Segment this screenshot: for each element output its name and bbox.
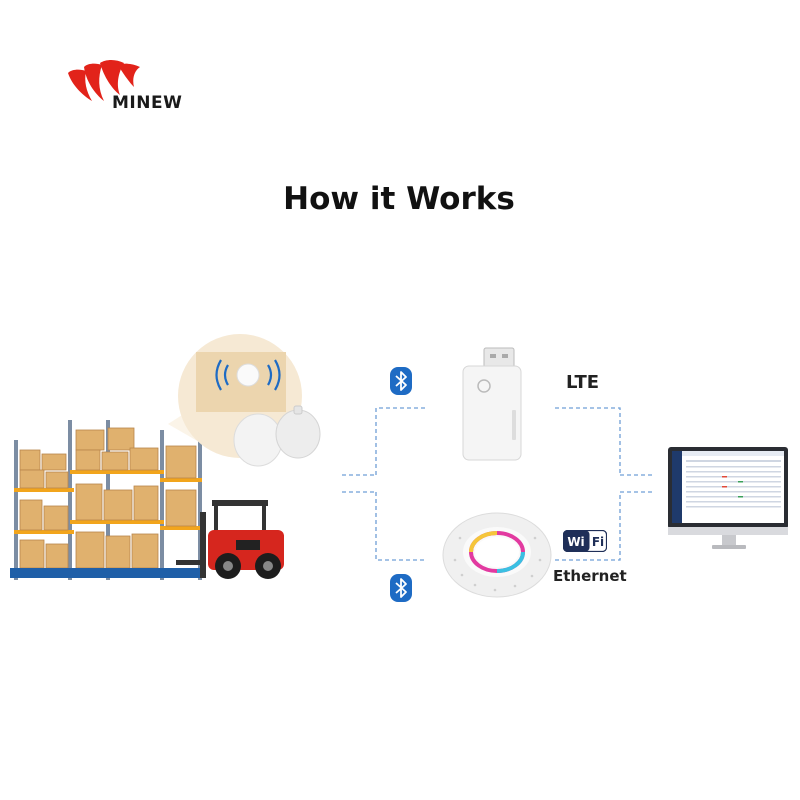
- wifi-icon: Wi Fi: [563, 530, 607, 552]
- brand-name: MINEW: [112, 93, 183, 113]
- warehouse-illustration: [10, 334, 321, 580]
- connection-lines: [342, 407, 652, 561]
- wifi-label-wi: Wi: [567, 535, 584, 549]
- bluetooth-icon: [390, 367, 412, 395]
- minew-logo: [60, 55, 200, 115]
- bluetooth-icon: [390, 574, 412, 602]
- forklift: [176, 500, 284, 579]
- ethernet-label: Ethernet: [553, 567, 627, 585]
- usb-gateway-device: [462, 347, 522, 461]
- wifi-label-fi: Fi: [592, 535, 604, 549]
- signal-waves-icon: [215, 359, 281, 391]
- page-title: How it Works: [283, 181, 515, 217]
- ceiling-gateway-device: [442, 512, 552, 598]
- monitor: [668, 447, 788, 549]
- lte-label: LTE: [566, 372, 600, 393]
